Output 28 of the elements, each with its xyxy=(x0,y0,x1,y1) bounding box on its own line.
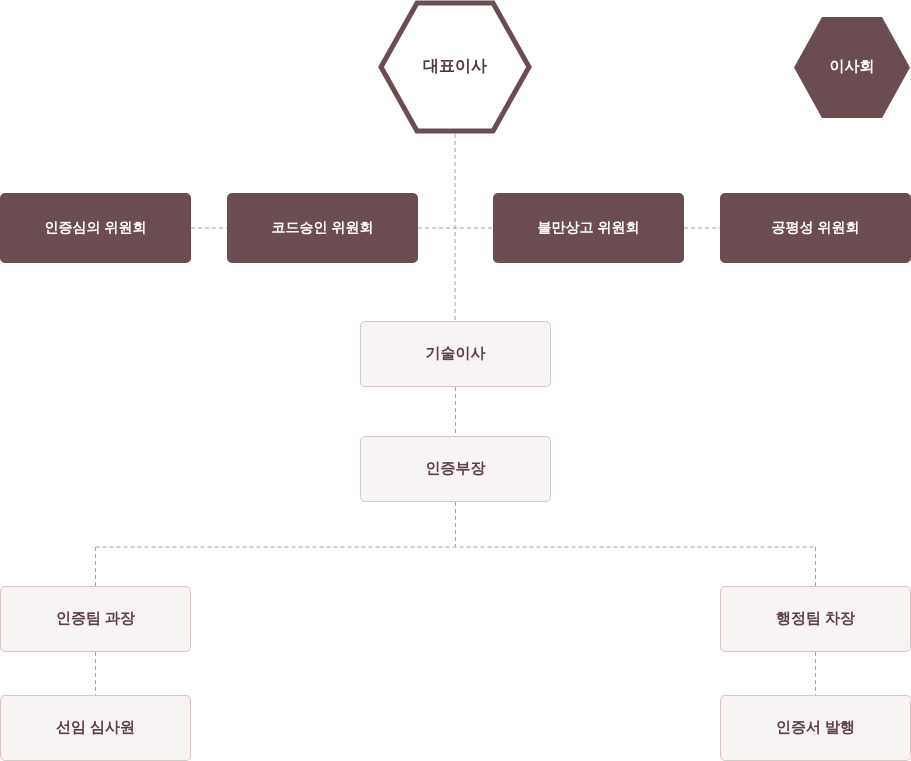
committee-box xyxy=(0,193,191,263)
node-label: 공평성 위원회 xyxy=(772,219,860,237)
node-label: 인증심의 위원회 xyxy=(44,219,146,237)
committee-box xyxy=(720,193,911,263)
node-label: 기술이사 xyxy=(426,344,486,364)
hexagon-outline-node xyxy=(378,0,532,134)
dashed-connector xyxy=(454,134,456,322)
node-label: 인증서 발행 xyxy=(776,718,856,738)
node-label: 불만상고 위원회 xyxy=(538,219,640,237)
node-label: 인증부장 xyxy=(426,460,486,478)
committee-box xyxy=(493,193,684,263)
node-label: 행정팀 차장 xyxy=(776,610,856,628)
node-label: 선임 심사원 xyxy=(56,718,136,738)
dashed-connector xyxy=(95,502,816,586)
node-label: 대표이사 xyxy=(423,57,487,77)
position-box xyxy=(0,586,191,652)
node-label: 코드승인 위원회 xyxy=(272,219,374,237)
position-box xyxy=(720,695,911,761)
dashed-connector xyxy=(815,652,816,696)
hexagon-node xyxy=(794,17,910,118)
committee-box xyxy=(227,193,418,263)
node-label: 이사회 xyxy=(830,58,874,77)
position-box xyxy=(720,586,911,652)
position-box xyxy=(0,695,191,761)
position-box xyxy=(360,321,551,387)
dashed-connector xyxy=(95,652,96,696)
position-box xyxy=(360,436,551,502)
node-label: 인증팀 과장 xyxy=(56,610,136,628)
